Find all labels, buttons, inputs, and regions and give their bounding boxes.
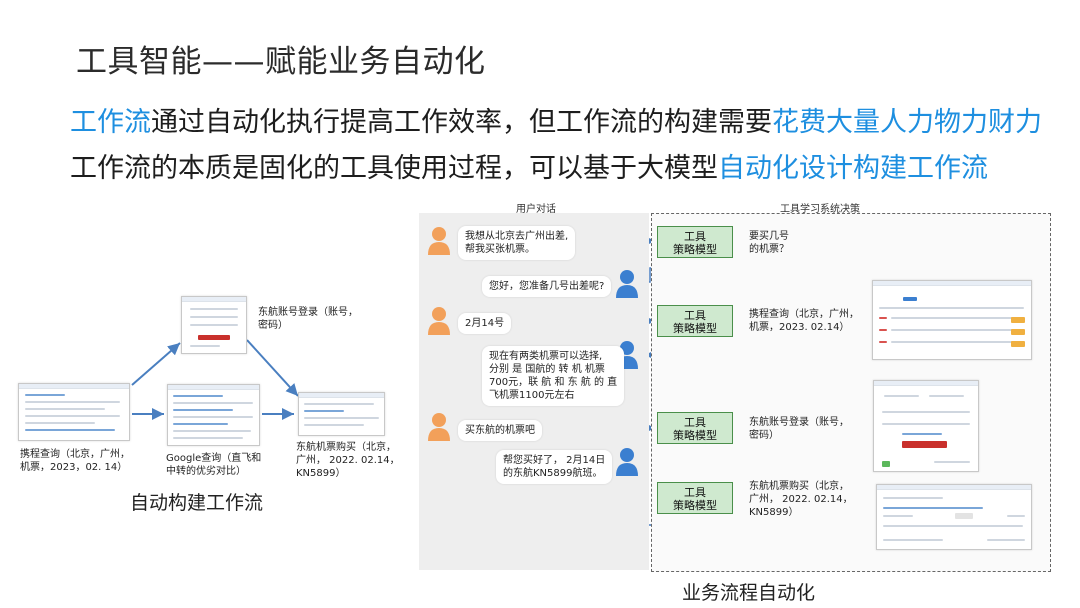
dialog-bubble-user: 我想从北京去广州出差,帮我买张机票。 — [458, 226, 575, 260]
dialog-bubble-user: 2月14号 — [458, 313, 511, 334]
system-decision-header: 工具学习系统决策 — [780, 200, 860, 215]
user-avatar-icon — [427, 226, 451, 256]
dialog-bubble-user: 买东航的机票吧 — [458, 420, 542, 441]
decision-output: 要买几号的机票？ — [749, 230, 789, 256]
dialog-bubble-agent: 您好，您准备几号出差呢? — [482, 276, 611, 297]
agent-avatar-icon — [615, 447, 639, 477]
workflow-node-label: 携程查询（北京，广州， 机票，2023，02. 14） — [20, 448, 130, 474]
right-caption: 业务流程自动化 — [682, 578, 815, 605]
dialog-bubble-agent: 帮您买好了， 2月14日的东航KN5899航班。 — [496, 450, 612, 484]
decision-output: 东航账号登录（账号，密码） — [749, 416, 849, 442]
workflow-node-label: 东航机票购买（北京， 广州， 2022. 02.14， KN5899） — [296, 441, 400, 480]
user-avatar-icon — [427, 306, 451, 336]
tool-strategy-model-box: 工具策略模型 — [657, 305, 733, 337]
workflow-node-label: 东航账号登录（账号， 密码） — [258, 306, 358, 332]
screenshot-login-dialog — [181, 296, 247, 354]
screenshot-ctrip-results — [872, 280, 1032, 360]
decision-output: 携程查询（北京，广州，机票，2023. 02.14） — [749, 308, 859, 334]
tool-strategy-model-box: 工具策略模型 — [657, 412, 733, 444]
screenshot-eastern-login — [873, 380, 979, 472]
screenshot-eastern-booking — [876, 484, 1032, 550]
screenshot-google-search — [167, 384, 260, 446]
tool-strategy-model-box: 工具策略模型 — [657, 226, 733, 258]
user-avatar-icon — [427, 412, 451, 442]
workflow-node-label: Google查询（直飞和 中转的优劣对比） — [166, 452, 261, 478]
screenshot-ctrip-search — [18, 383, 130, 441]
agent-avatar-icon — [615, 269, 639, 299]
screenshot-eastern-purchase — [298, 392, 385, 436]
tool-strategy-model-box: 工具策略模型 — [657, 482, 733, 514]
user-dialog-header: 用户对话 — [516, 200, 556, 215]
left-caption: 自动构建工作流 — [130, 488, 263, 515]
decision-output: 东航机票购买（北京，广州， 2022. 02.14，KN5899） — [749, 480, 853, 519]
